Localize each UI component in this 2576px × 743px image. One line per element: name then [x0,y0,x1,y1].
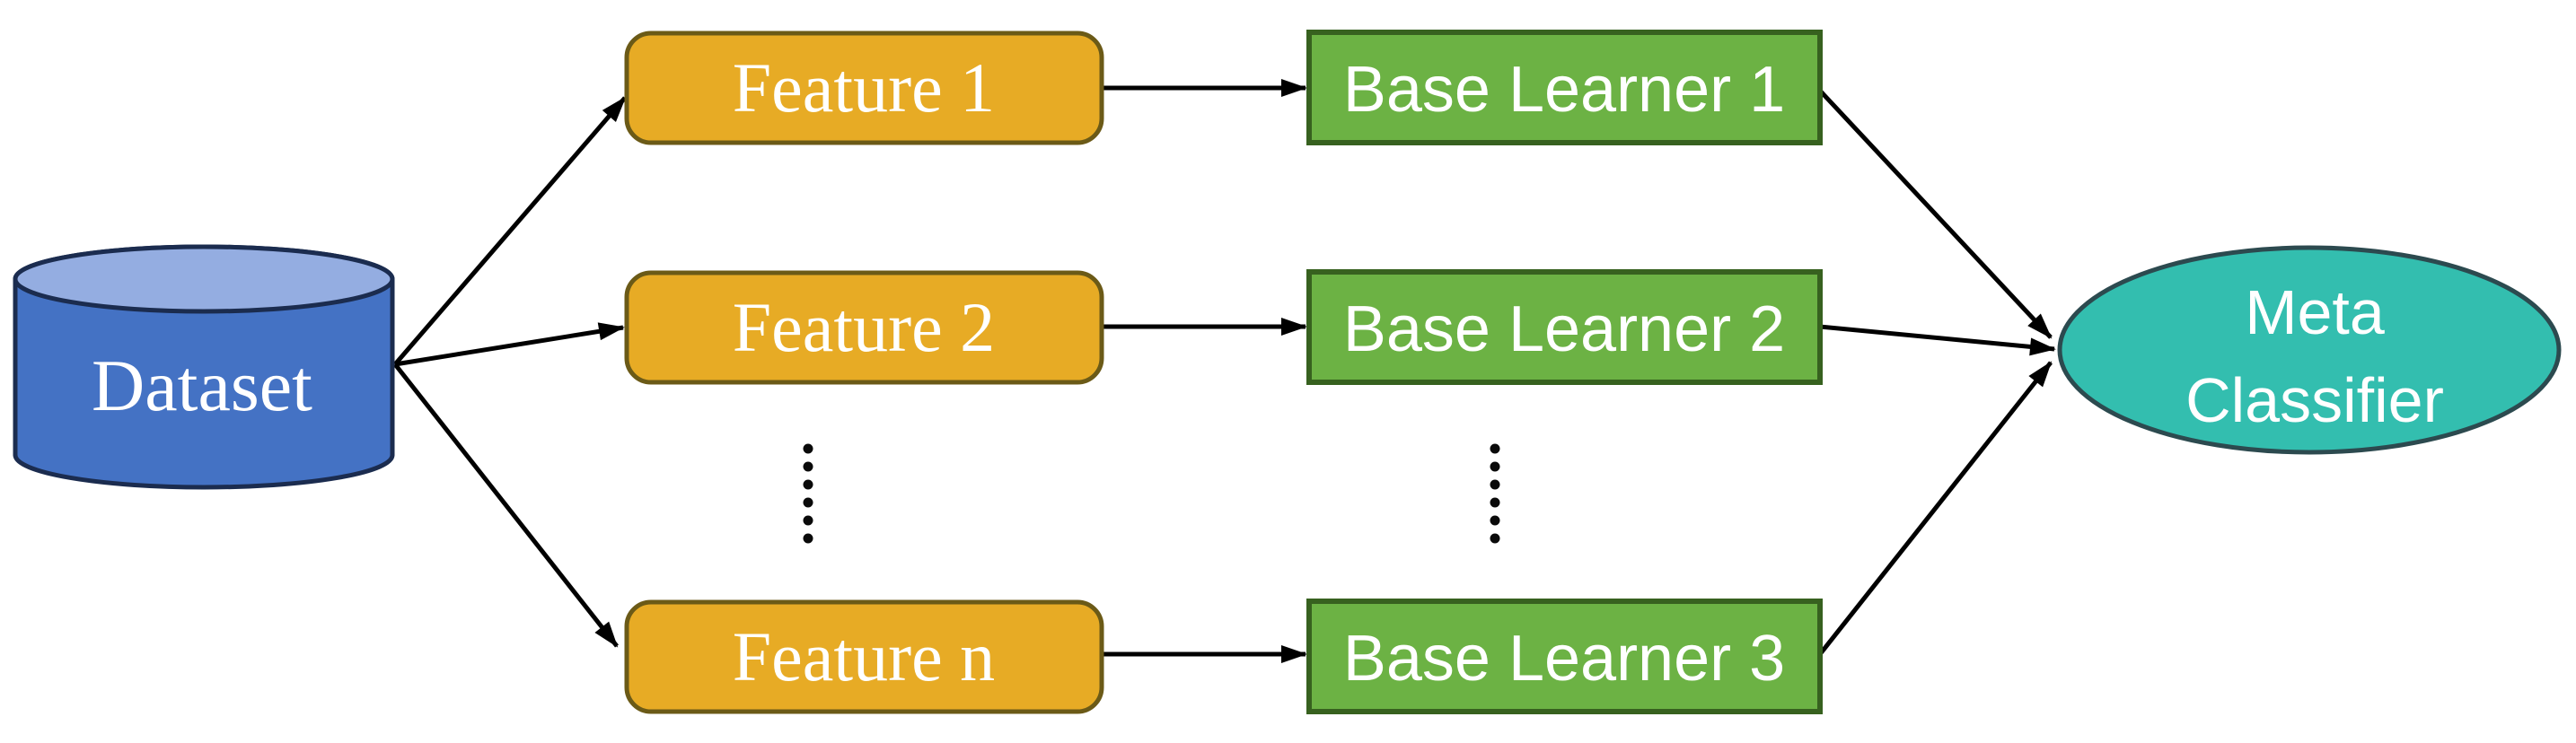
feature-1-node: Feature 1 [624,31,1104,145]
meta-classifier-label-line1: Meta [2245,277,2385,347]
feature-2-label: Feature 2 [733,288,995,366]
base-learner-2-box [1306,269,1823,385]
feature-n-label: Feature n [733,617,995,695]
ellipsis-dots-learners-icon [1490,443,1500,544]
feature-2-box [624,270,1104,385]
meta-classifier-node: Meta Classifier [2057,245,2562,455]
base-learner-1-box [1306,30,1823,145]
feature-n-node: Feature n [624,599,1104,714]
database-cylinder-top [13,244,395,314]
dataset-node: Dataset [13,244,395,490]
feature-1-label: Feature 1 [733,48,995,127]
feature-n-box [624,599,1104,714]
feature-1-box [624,31,1104,145]
meta-classifier-ellipse [2057,245,2562,455]
base-learner-3-node: Base Learner 3 [1306,599,1823,714]
arrow-learner-1-to-meta [1818,89,2053,339]
feature-2-node: Feature 2 [624,270,1104,385]
arrow-learner-3-to-meta [1818,361,2053,656]
base-learner-3-label: Base Learner 3 [1343,623,1785,695]
meta-classifier-label-line2: Classifier [2185,365,2444,435]
ellipsis-dots-features-icon [803,443,813,544]
dataset-label: Dataset [92,345,312,426]
base-learner-2-label: Base Learner 2 [1343,293,1785,365]
base-learner-1-node: Base Learner 1 [1306,30,1823,145]
base-learner-1-label: Base Learner 1 [1343,54,1785,126]
arrow-dataset-to-feature-2 [394,322,625,367]
arrow-dataset-to-feature-1 [393,96,627,366]
edges-group [393,79,2056,663]
base-learner-2-node: Base Learner 2 [1306,269,1823,385]
base-learner-3-box [1306,599,1823,714]
arrow-dataset-to-feature-n [393,363,619,648]
arrow-learner-2-to-meta [1819,324,2056,356]
